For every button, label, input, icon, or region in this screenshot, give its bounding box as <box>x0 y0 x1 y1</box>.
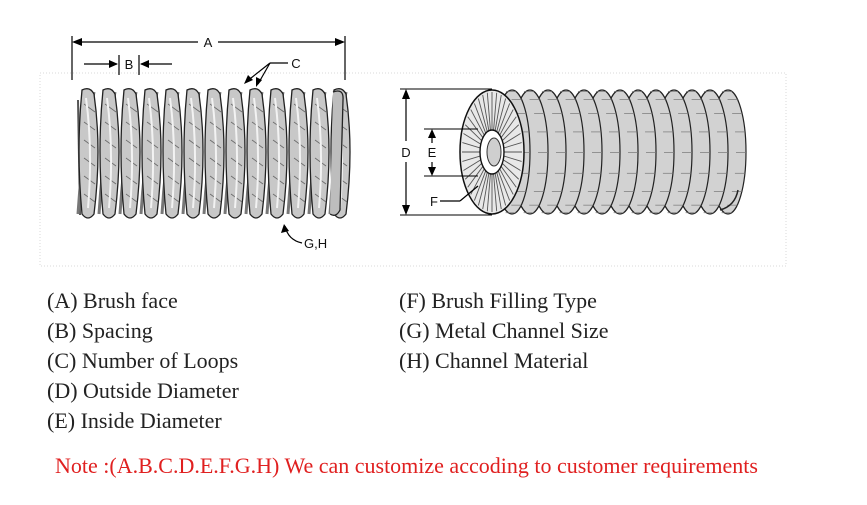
legend-right: (F) Brush Filling Type (G) Metal Channel… <box>399 286 609 376</box>
spiral-brush-side-view <box>76 88 351 219</box>
brush-face <box>459 89 525 215</box>
dimension-b: B <box>84 55 172 75</box>
legend-item-e: (E) Inside Diameter <box>47 408 222 433</box>
dimension-f: F <box>430 185 479 209</box>
label-b: B <box>125 57 134 72</box>
legend-item-a: (A) Brush face <box>47 288 178 313</box>
legend-item-f: (F) Brush Filling Type <box>399 288 597 313</box>
side-coil <box>244 88 267 219</box>
brush-diagram: A B C G,H D <box>39 35 787 267</box>
side-coil <box>97 88 120 219</box>
label-f: F <box>430 194 438 209</box>
legend-item-d: (D) Outside Diameter <box>47 378 239 403</box>
dimension-a: A <box>71 35 346 80</box>
side-coil <box>76 88 99 219</box>
side-coil <box>202 88 225 219</box>
side-coil <box>223 88 246 219</box>
spiral-brush-end-view <box>459 89 747 215</box>
side-coil <box>181 88 204 219</box>
legend-item-b: (B) Spacing <box>47 318 153 343</box>
legend-item-h: (H) Channel Material <box>399 348 589 373</box>
dimension-c: C <box>244 56 301 87</box>
label-a: A <box>204 35 213 50</box>
legend-left: (A) Brush face (B) Spacing (C) Number of… <box>47 286 239 436</box>
side-coil <box>118 88 141 219</box>
side-coil <box>160 88 183 219</box>
legend-item-c: (C) Number of Loops <box>47 348 239 373</box>
label-c: C <box>291 56 300 71</box>
dimension-e: E <box>424 128 478 177</box>
legend-item-g: (G) Metal Channel Size <box>399 318 609 343</box>
diagram-frame <box>39 72 787 267</box>
customization-note: Note :(A.B.C.D.E.F.G.H) We can customize… <box>55 453 758 478</box>
label-gh: G,H <box>304 236 327 251</box>
side-coil <box>307 88 330 219</box>
side-coil <box>265 88 288 219</box>
side-coil <box>286 88 309 219</box>
dimension-gh: G,H <box>281 224 327 251</box>
label-d: D <box>401 145 410 160</box>
label-e: E <box>428 145 437 160</box>
dimension-d: D <box>400 88 492 216</box>
side-coil <box>139 88 162 219</box>
